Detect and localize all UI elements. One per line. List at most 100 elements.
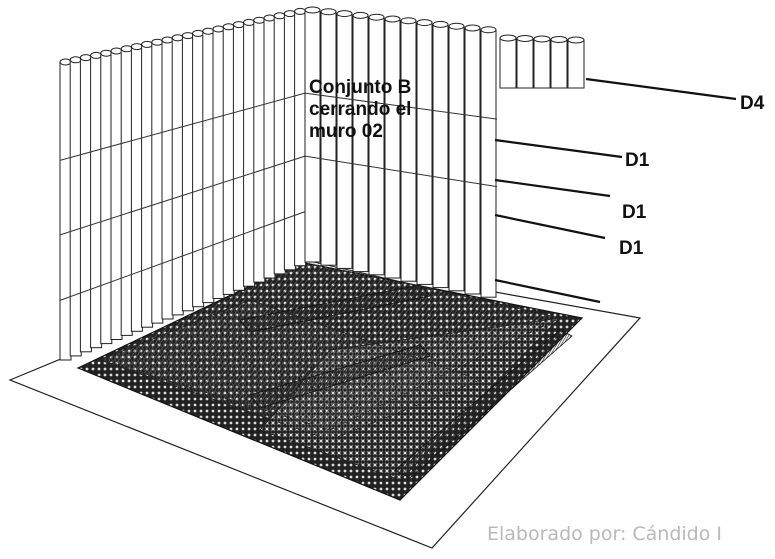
left-wall-tube-cap — [273, 12, 286, 20]
top-tube — [550, 39, 568, 89]
top-tube-cap — [516, 35, 534, 42]
left-wall-tube — [141, 43, 154, 328]
top-tube — [516, 38, 534, 89]
leader-d1-a — [494, 138, 623, 159]
left-wall-tube-cap — [263, 14, 276, 22]
left-wall-tube — [294, 10, 307, 267]
left-wall-tube — [130, 46, 143, 332]
top-tube — [567, 39, 585, 89]
left-wall-tube — [90, 54, 103, 349]
label-d1-bottom: D1 — [619, 238, 644, 259]
floor-panel-right — [259, 317, 562, 481]
top-tube-cap — [533, 35, 551, 43]
leader-d4 — [585, 77, 737, 101]
back-wall-tube-cap — [368, 13, 385, 21]
back-wall-tube-cap — [384, 15, 401, 23]
left-wall-tube-cap — [243, 18, 256, 26]
left-wall-tube-cap — [294, 7, 307, 15]
left-wall-tube-cap — [161, 36, 174, 44]
back-wall-tube-cap — [416, 19, 433, 27]
back-wall-tube-cap — [432, 20, 449, 28]
left-wall-tube-cap — [151, 38, 164, 46]
top-tube-cap — [567, 36, 585, 44]
left-wall-tube-cap — [232, 21, 245, 29]
back-wall-tube-cap — [336, 10, 353, 18]
left-wall-tube-cap — [100, 49, 113, 57]
top-tube-cap — [550, 36, 568, 43]
left-wall-tube-cap — [69, 56, 82, 64]
left-wall-tube-cap — [120, 45, 133, 53]
back-wall-tube — [416, 22, 433, 285]
label-d4: D4 — [740, 93, 765, 114]
back-wall-tube-cap — [400, 17, 417, 25]
back-wall-tube — [464, 27, 481, 295]
back-wall-tube — [432, 23, 449, 289]
left-wall-tube-cap — [283, 10, 296, 18]
left-wall-joint — [59, 155, 306, 236]
left-wall-tubes — [59, 7, 307, 361]
left-wall-tube — [120, 48, 133, 336]
left-wall-tube — [253, 19, 266, 283]
left-wall-tube — [69, 59, 82, 357]
leader-d1-c — [494, 213, 606, 240]
left-wall-joint — [59, 211, 306, 301]
left-wall-tube — [263, 17, 276, 279]
left-wall-tube — [161, 39, 174, 320]
left-wall-tube-cap — [181, 32, 194, 40]
left-wall-tube-cap — [171, 34, 184, 42]
annotation-line-2: cerrando el — [309, 99, 412, 120]
leader-d1-b — [494, 178, 611, 198]
back-wall-tube — [400, 20, 417, 282]
left-wall-tube-cap — [212, 25, 225, 33]
back-wall-tube — [368, 16, 385, 276]
left-wall-tube — [59, 61, 72, 361]
left-wall-tube-cap — [141, 40, 154, 48]
left-wall-tube — [151, 41, 164, 324]
left-wall-tube — [110, 50, 123, 340]
annotation-line-3: muro 02 — [309, 121, 383, 142]
back-wall-tube — [384, 18, 401, 279]
left-wall-tube-cap — [110, 47, 123, 55]
left-wall-joint — [59, 92, 306, 161]
left-wall-tube — [192, 32, 205, 308]
annotation-conjunto: Conjunto B cerrando el muro 02 — [309, 77, 411, 143]
left-wall-tube-cap — [90, 51, 103, 59]
left-wall-tube — [243, 21, 256, 287]
left-wall-tube-cap — [253, 16, 266, 24]
back-wall-tube-cap — [448, 22, 465, 30]
label-d1-top: D1 — [625, 150, 650, 171]
left-wall-tube-cap — [202, 27, 215, 35]
back-wall-tube — [352, 14, 369, 273]
top-tube — [499, 37, 517, 89]
back-wall-tube — [480, 29, 497, 298]
annotation-line-1: Conjunto B — [309, 77, 412, 98]
top-tube-cap — [499, 34, 517, 42]
left-wall-tube — [171, 37, 184, 316]
left-wall-tube — [181, 35, 194, 312]
back-wall-tube-cap — [464, 24, 481, 32]
back-wall-tube-cap — [480, 26, 497, 34]
left-wall-tube — [212, 28, 225, 299]
left-wall-tube-cap — [79, 54, 92, 62]
label-d1-middle: D1 — [622, 202, 647, 223]
left-wall-tube — [283, 13, 296, 271]
left-wall-tube — [232, 24, 245, 291]
back-wall-tube-cap — [304, 6, 321, 14]
left-wall-tube — [79, 57, 92, 353]
floor-seam-1 — [239, 284, 431, 333]
left-wall-tube — [273, 15, 286, 275]
credit-caption: Elaborado por: Cándido I — [487, 523, 723, 545]
top-tube — [533, 38, 551, 89]
left-wall-tube — [222, 26, 235, 295]
leader-base — [494, 278, 601, 304]
back-wall-tube-cap — [320, 8, 337, 16]
back-wall-tube-cap — [352, 11, 369, 19]
floor-seam-2 — [249, 344, 431, 409]
back-wall-tube — [448, 25, 465, 292]
left-wall-tube — [100, 52, 113, 345]
left-wall-tube — [202, 30, 215, 304]
back-wall-tubes — [304, 6, 585, 298]
left-wall-tube-cap — [59, 58, 72, 66]
floor-seam-3 — [394, 329, 573, 479]
